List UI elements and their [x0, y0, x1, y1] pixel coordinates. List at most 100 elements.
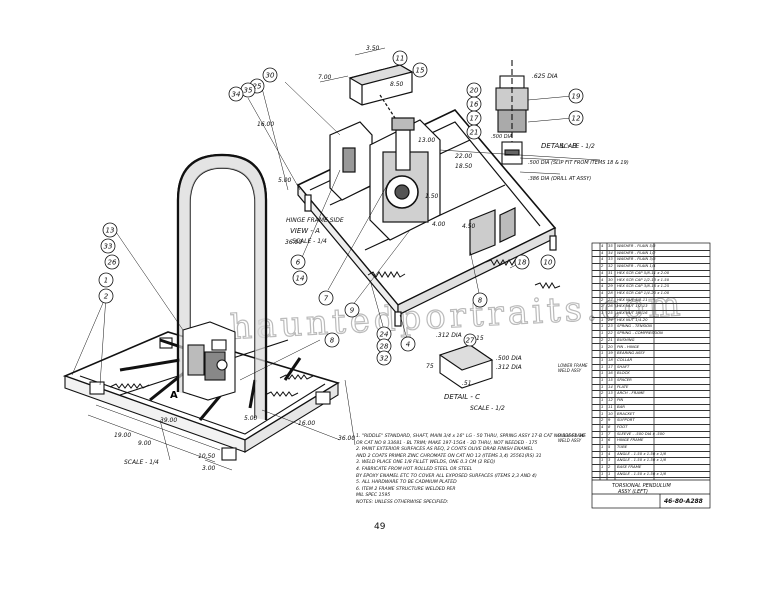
bom-description: HEX SCR CAP 1/2-13 x 1.50: [617, 276, 670, 282]
svg-text:.312 DIA: .312 DIA: [496, 364, 522, 371]
svg-text:21: 21: [470, 129, 479, 137]
svg-text:30: 30: [266, 72, 275, 80]
svg-text:4: 4: [406, 341, 410, 349]
bom-item-number: 19: [608, 350, 613, 356]
bom-description: ARCH - FRAME: [617, 390, 645, 396]
svg-text:.625 DIA: .625 DIA: [532, 73, 558, 80]
svg-text:15: 15: [476, 335, 484, 342]
bom-qty: 1: [601, 450, 604, 456]
bom-qty: 4: [601, 276, 604, 282]
svg-text:.500 DIA: .500 DIA: [496, 355, 522, 362]
svg-text:12: 12: [572, 115, 581, 123]
bom-description: HEX NUT 1/4-20: [617, 316, 648, 322]
svg-text:25: 25: [253, 83, 262, 91]
svg-text:11: 11: [396, 55, 405, 63]
balloon: 32: [376, 350, 392, 366]
bom-qty: 1: [601, 470, 604, 476]
bom-item-number: 29: [608, 283, 613, 289]
bom-qty: 1: [601, 310, 604, 315]
bom-side-label-lower: LOWER FRAME WELD ASSY: [558, 363, 588, 373]
svg-text:32: 32: [380, 355, 389, 363]
svg-text:16.00: 16.00: [257, 121, 274, 128]
view-labels: HINGE FRAME SIDE VIEW - A SCALE - 1/4 DE…: [124, 142, 595, 466]
svg-text:10: 10: [544, 259, 553, 267]
bom-description: HEX SCR CAP 5/8-11 x 2.00: [617, 269, 670, 275]
bom-item-number: 30: [608, 276, 613, 282]
bom-item-number: 20: [608, 343, 613, 349]
bom-item-number: 4: [608, 450, 611, 456]
bom-item-number: 35: [608, 243, 613, 248]
bom-qty: 4: [601, 249, 604, 255]
bom-qty: 1: [601, 464, 604, 470]
svg-text:16.00: 16.00: [298, 420, 315, 427]
balloon: 33: [100, 238, 116, 254]
balloon: 21: [466, 124, 482, 140]
bom-row: 4 34 WASHER - PLAIN 1/2: [592, 250, 710, 258]
bom-title-line2: ASSY (LEFT): [618, 489, 649, 495]
balloon: 10: [540, 254, 556, 270]
bom-description: WASHER - PLAIN 1/2: [617, 249, 656, 255]
bom-item-number: 34: [608, 249, 613, 255]
svg-text:13.00: 13.00: [418, 137, 435, 144]
svg-text:24: 24: [380, 331, 389, 339]
svg-text:28: 28: [380, 343, 389, 351]
detail-c-label: DETAIL - C: [444, 393, 480, 401]
bom-description: SLEEVE - .500 DIA x .500: [617, 430, 665, 436]
svg-text:9.00: 9.00: [138, 440, 152, 447]
bom-item-number: 17: [608, 363, 613, 369]
svg-text:36.00: 36.00: [338, 435, 355, 442]
bom-qty: 4: [601, 269, 604, 275]
bom-qty: 4: [601, 423, 604, 429]
balloon: 1: [98, 272, 114, 288]
bom-item-number: 10: [608, 410, 613, 416]
bom-qty: 4: [601, 256, 604, 262]
bom-item-number: 5: [608, 444, 611, 449]
svg-text:35: 35: [244, 87, 253, 95]
bom-item-number: 33: [608, 256, 613, 262]
bom-description: BUSHING: [617, 336, 635, 342]
bom-qty: 1: [601, 350, 604, 356]
hinge-frame-assembly: [296, 109, 557, 327]
balloon: 18: [514, 254, 530, 270]
balloon: 2: [98, 288, 114, 304]
balloon: 8: [472, 292, 488, 308]
note-line: 1. "RIDDLE" STANDARD, SHAFT, MAIN 3/4 x …: [356, 434, 585, 439]
balloon: 13: [102, 222, 118, 238]
bom-description: PIN - HINGE: [617, 343, 640, 349]
bom-qty: 1: [601, 370, 604, 376]
bom-item-number: 28: [608, 289, 613, 295]
bom-qty: 1: [601, 430, 604, 436]
bom-description: BLOCK: [617, 370, 630, 376]
detail-b-parts: [495, 60, 529, 165]
note-line: 6. ITEM 2 FRAME STRUCTURE WELDED PER: [356, 486, 456, 492]
svg-text:8: 8: [330, 337, 335, 345]
bom-item-number: 11: [608, 403, 613, 409]
view-a-label: VIEW - A: [290, 227, 320, 235]
bom-item-number: 1: [608, 470, 611, 476]
note-line: 4. FABRICATE FROM HOT ROLLED STEEL OR ST…: [356, 466, 473, 472]
bom-description: HEX NUT 3/8-16: [617, 310, 648, 315]
bom-item-number: 16: [608, 370, 613, 376]
balloon: 9: [344, 302, 360, 318]
bom-description: ANGLE - 1.50 x 1.50 x 1/8: [617, 470, 667, 476]
bom-item-number: 6: [608, 437, 611, 443]
bom-description: FOOT: [617, 423, 628, 429]
bom-qty: 1: [601, 363, 604, 369]
bom-item-number: 24: [608, 316, 613, 322]
note-line: NOTES: UNLESS OTHERWISE SPECIFIED:: [356, 499, 449, 505]
bom-item-number: 7: [608, 430, 611, 436]
balloon: 19: [568, 88, 584, 104]
